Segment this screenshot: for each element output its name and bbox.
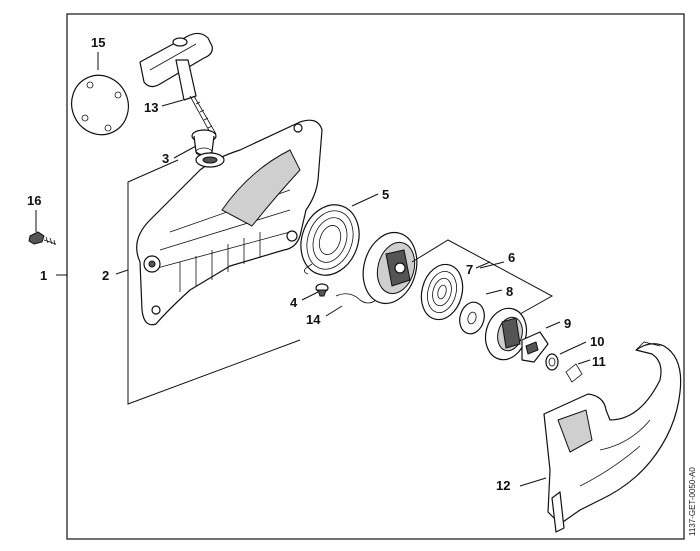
part-5-rewind-spring [300,193,379,276]
part-15-gasket [71,52,129,136]
part-7-spring-pack [420,263,464,321]
callout-4: 4 [290,295,298,310]
diagram-frame [66,13,685,540]
callout-8: 8 [506,284,513,299]
drawing-code: 1137-GET-0050-A0 [688,467,697,536]
part-13-starter-grip [139,32,217,137]
callout-12: 12 [496,478,510,493]
part-6-carrier [484,307,528,361]
part-4-pin [301,283,329,301]
callout-6: 6 [508,250,515,265]
callout-9: 9 [564,316,571,331]
part-12-guide-plate [519,341,682,533]
rope-rotor [362,231,418,305]
part-8-washer [459,301,485,335]
callout-2: 2 [102,268,109,283]
callout-1: 1 [40,268,47,283]
part-14-rope [325,293,377,317]
part-11-clip [565,359,591,383]
callout-13: 13 [144,100,158,115]
callout-5: 5 [382,187,389,202]
callout-14: 14 [306,312,321,327]
callout-10: 10 [590,334,604,349]
part-16-screw [28,210,57,246]
part-10-ring [545,341,587,371]
part-9-pawl [521,321,561,363]
rotor-bracket [411,239,554,315]
housing-bracket [115,159,301,405]
callout-7: 7 [466,262,473,277]
callout-3: 3 [162,151,169,166]
part-2-fan-housing [136,119,323,326]
part-3-rope-bushing [173,129,217,159]
callout-15: 15 [91,35,105,50]
callout-11: 11 [592,354,606,369]
callout-16: 16 [27,193,41,208]
